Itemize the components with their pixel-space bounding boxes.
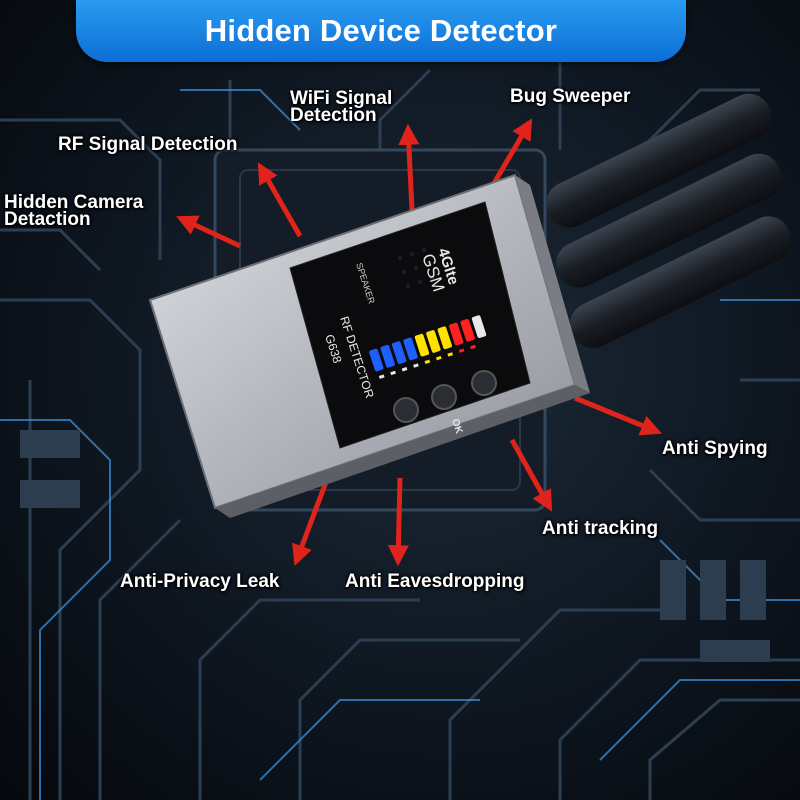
arrow-bug	[487, 118, 533, 192]
signal-led-bar	[369, 315, 487, 379]
arrow-wifi	[398, 123, 420, 211]
callout-anti-tracking: Anti tracking	[542, 518, 659, 539]
arrow-rf	[257, 162, 303, 238]
callout-rf-signal-detection: RF Signal Detection	[58, 134, 238, 155]
arrow-tracking	[509, 438, 553, 512]
device-ok-label: OK	[449, 418, 464, 436]
antennas	[546, 93, 792, 349]
callout-anti-eavesdropping: Anti Eavesdropping	[345, 571, 525, 592]
device-buttons	[393, 370, 497, 423]
page-title: Hidden Device Detector	[204, 13, 558, 48]
arrow-privacy	[292, 481, 329, 566]
arrow-spying	[574, 395, 662, 436]
callout-hidden-camera-detection: Hidden Camera Detaction	[4, 192, 144, 230]
arrow-camera	[176, 215, 242, 249]
callout-anti-spying: Anti Spying	[662, 438, 768, 459]
title-banner: Hidden Device Detector	[76, 0, 686, 62]
callout-anti-privacy-leak: Anti-Privacy Leak	[120, 571, 280, 592]
callout-bug-sweeper: Bug Sweeper	[510, 86, 631, 107]
callout-wifi-signal-detection: WiFi Signal Detection	[290, 88, 393, 126]
arrow-eavesdropping	[387, 477, 409, 567]
